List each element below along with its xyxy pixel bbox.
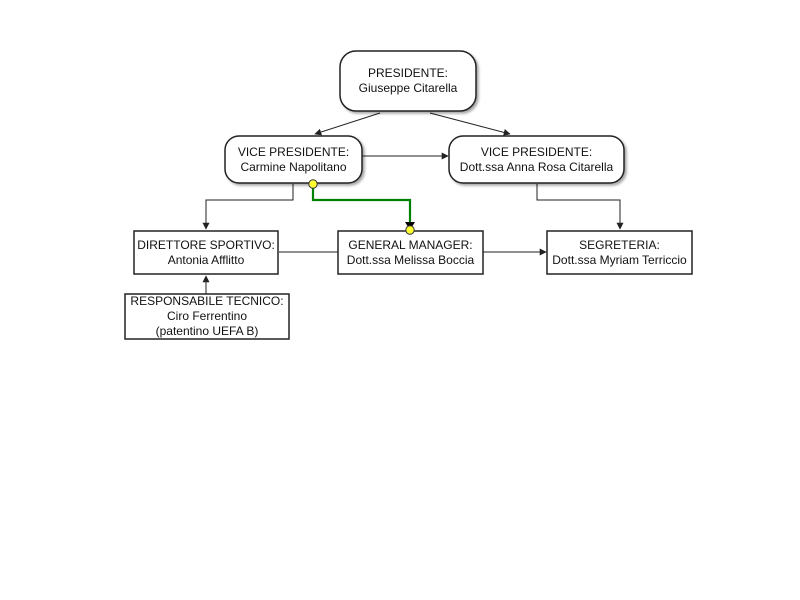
connector-start-handle[interactable]: [308, 179, 318, 189]
presidente-box[interactable]: [339, 50, 477, 112]
responsabile-tecnico-role: RESPONSABILE TECNICO:: [130, 294, 284, 308]
general-manager-label: GENERAL MANAGER: Dott.ssa Melissa Boccia: [338, 231, 483, 274]
responsabile-tecnico-box[interactable]: [124, 293, 290, 340]
responsabile-tecnico-note: (patentino UEFA B): [155, 324, 259, 338]
vice-presidente-1-label: VICE PRESIDENTE: Carmine Napolitano: [225, 136, 362, 183]
direttore-sportivo-role: DIRETTORE SPORTIVO:: [137, 237, 275, 252]
connector-end-handle[interactable]: [405, 225, 415, 235]
connector-vice1-direttore[interactable]: [202, 184, 294, 230]
segreteria-name: Dott.ssa Myriam Terriccio: [552, 252, 687, 267]
direttore-sportivo-box[interactable]: [133, 230, 279, 275]
direttore-sportivo-label: DIRETTORE SPORTIVO: Antonia Afflitto: [134, 231, 278, 274]
vice-presidente-2-name: Dott.ssa Anna Rosa Citarella: [459, 159, 614, 174]
node-boxes: [124, 50, 693, 340]
presidente-role: PRESIDENTE:: [367, 66, 448, 80]
responsabile-tecnico-name: Ciro Ferrentino: [166, 309, 248, 323]
direttore-sportivo-name: Antonia Afflitto: [167, 252, 245, 267]
segreteria-role: SEGRETERIA:: [579, 237, 660, 252]
connector-vice2-segreteria[interactable]: [536, 184, 624, 230]
general-manager-name: Dott.ssa Melissa Boccia: [346, 252, 475, 267]
responsabile-tecnico-label: RESPONSABILE TECNICO: Ciro Ferrentino (p…: [125, 294, 289, 339]
vice-presidente-1-name: Carmine Napolitano: [240, 159, 347, 174]
vice-presidente-2-label: VICE PRESIDENTE: Dott.ssa Anna Rosa Cita…: [449, 136, 624, 183]
segreteria-label: SEGRETERIA: Dott.ssa Myriam Terriccio: [547, 231, 692, 274]
connector-presidente-vice1[interactable]: [314, 112, 381, 136]
vice-presidente-1-role: VICE PRESIDENTE:: [237, 144, 350, 159]
segreteria-box[interactable]: [546, 230, 693, 275]
vice-presidente-2-role: VICE PRESIDENTE:: [480, 144, 593, 159]
general-manager-role: GENERAL MANAGER:: [348, 237, 473, 252]
presidente-label: PRESIDENTE: Giuseppe Citarella: [340, 51, 476, 111]
connector-presidente-vice2[interactable]: [429, 112, 511, 136]
selected-connector-vice1-gm[interactable]: [311, 184, 412, 229]
presidente-name: Giuseppe Citarella: [358, 81, 458, 95]
vice-presidente-1-box[interactable]: [224, 135, 363, 184]
vice-presidente-2-box[interactable]: [448, 135, 625, 184]
